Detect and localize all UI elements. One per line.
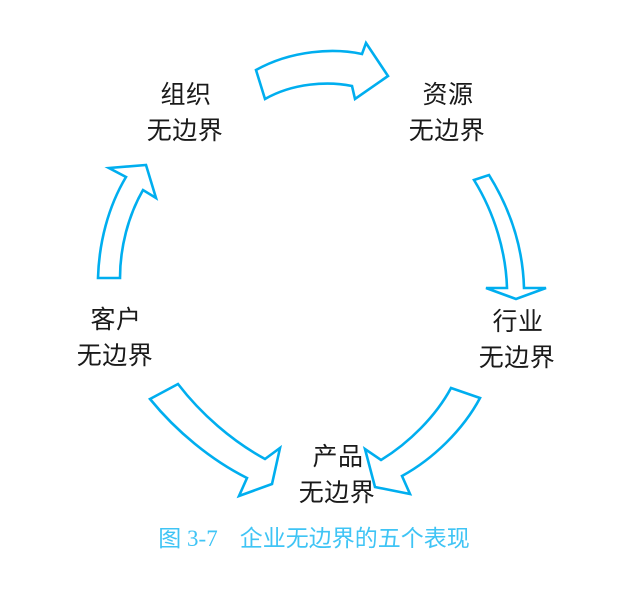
node-industry-line-top: 行业 <box>492 309 544 336</box>
node-organization-line-bottom: 无边界 <box>146 117 224 145</box>
node-label-industry: 行业 无边界 <box>452 305 582 376</box>
arrow-customer-to-organization <box>96 163 159 280</box>
node-label-product: 产品 无边界 <box>272 440 402 511</box>
figure-caption: 图 3-7 企业无边界的五个表现 <box>0 524 628 554</box>
node-product-line-bottom: 无边界 <box>298 479 376 507</box>
node-label-resource: 资源 无边界 <box>382 78 512 149</box>
arrow-product-to-customer <box>147 382 283 499</box>
node-resource-line-bottom: 无边界 <box>408 117 486 145</box>
node-customer-line-top: 客户 <box>90 307 142 334</box>
arrow-resource-to-industry <box>472 173 547 301</box>
arrow-industry-to-product <box>362 386 482 496</box>
node-organization-line-top: 组织 <box>160 82 212 109</box>
figure-caption-number: 图 3-7 <box>158 526 218 551</box>
node-resource-line-top: 资源 <box>422 82 474 109</box>
node-label-organization: 组织 无边界 <box>120 78 250 149</box>
arrow-organization-to-resource <box>254 40 390 102</box>
figure-caption-title: 企业无边界的五个表现 <box>239 526 470 551</box>
node-product-line-top: 产品 <box>312 444 364 471</box>
node-customer-line-bottom: 无边界 <box>76 342 154 370</box>
node-industry-line-bottom: 无边界 <box>478 344 556 372</box>
node-label-customer: 客户 无边界 <box>50 303 180 374</box>
